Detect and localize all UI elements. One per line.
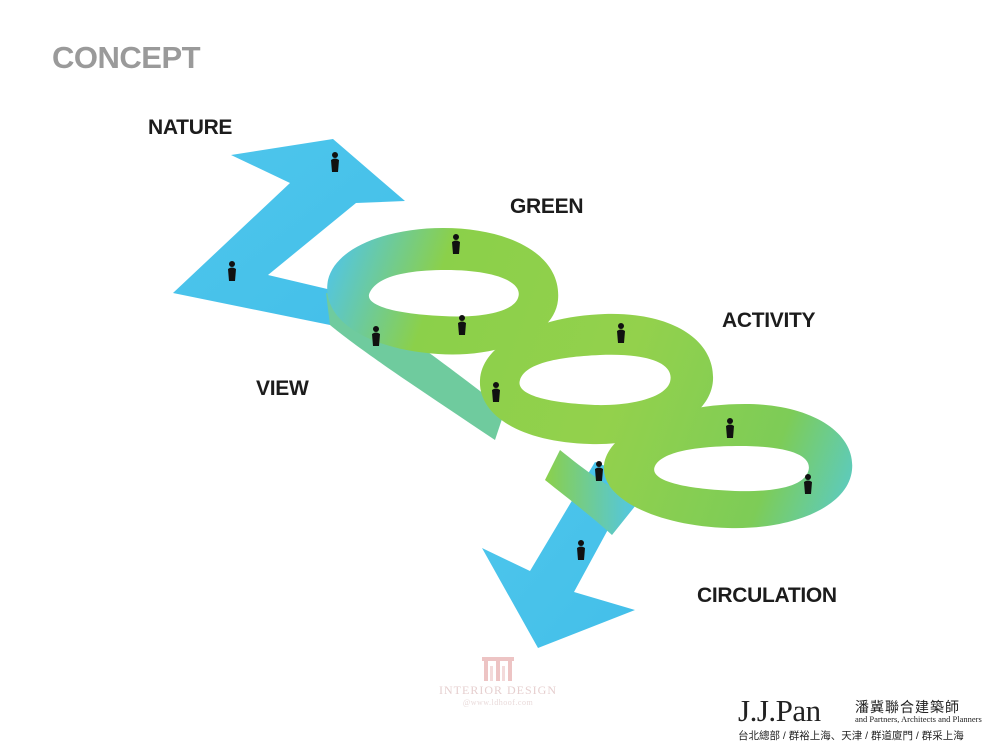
person-icon [492,382,500,402]
person-icon [595,461,603,481]
watermark-logo-icon [482,657,514,681]
person-icon [331,152,339,172]
person-icon [726,418,734,438]
person-icon [458,315,466,335]
label-circulation: CIRCULATION [697,584,837,607]
watermark-text: INTERIOR DESIGN [439,683,557,697]
label-green: GREEN [510,195,584,218]
brand-offices: 台北總部 / 群裕上海、天津 / 群道廈門 / 群采上海 [738,730,964,742]
brand-logo: J.J.Pan [738,693,821,728]
nature-arrow [173,139,405,325]
loop-green [327,228,559,355]
person-icon [228,261,236,281]
brand-name-en: and Partners, Architects and Planners [855,714,982,724]
person-icon [617,323,625,343]
watermark-url: @www.ldhoof.com [462,698,534,707]
person-icon [804,474,812,494]
page-title: CONCEPT [52,40,201,75]
ribbon-exit [545,450,640,535]
brand-name-cn: 潘冀聯合建築師 [855,699,960,715]
person-icon [452,234,460,254]
person-icon [372,326,380,346]
person-icon [577,540,585,560]
label-nature: NATURE [148,116,233,139]
label-view: VIEW [256,377,309,400]
people [228,152,812,560]
watermark: INTERIOR DESIGN @www.ldhoof.com [428,656,568,707]
loop-activity [479,313,714,445]
loop-circulation [603,404,853,529]
label-activity: ACTIVITY [722,309,816,332]
